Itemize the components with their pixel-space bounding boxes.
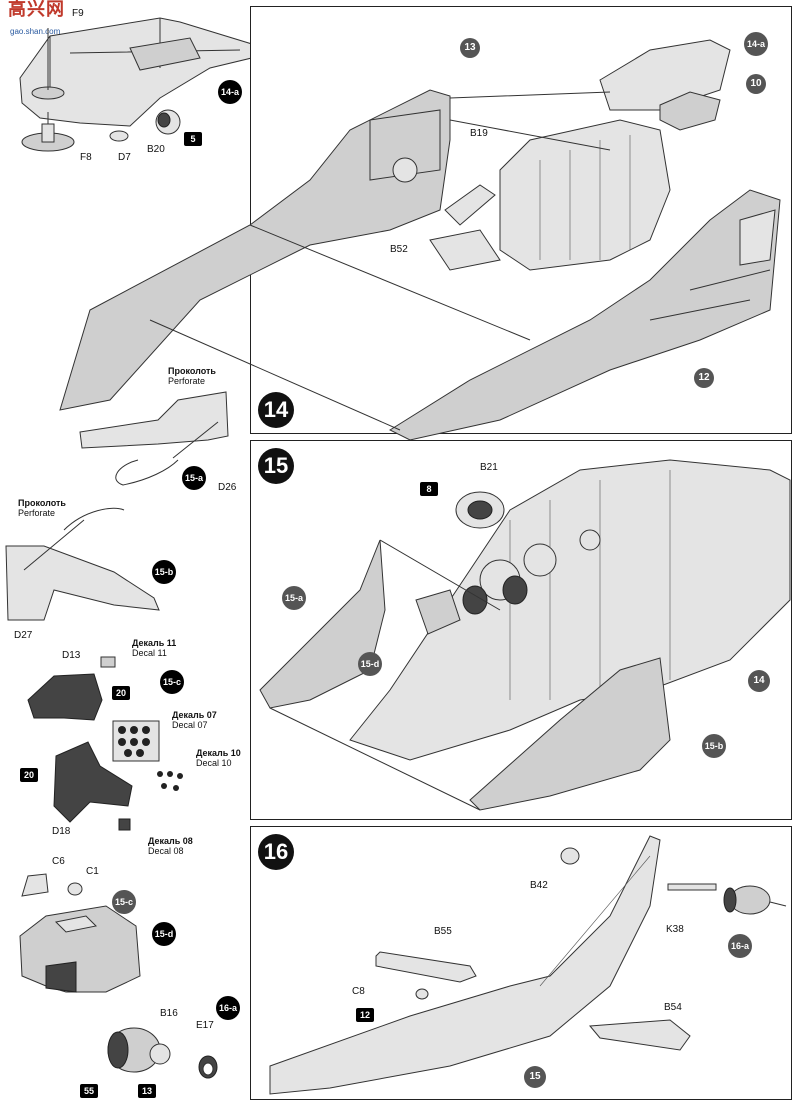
- callout-12: 12: [694, 368, 714, 388]
- callout-15a: 15-a: [282, 586, 306, 610]
- part-label-B54: B54: [664, 1002, 682, 1013]
- paint-color-number: 12: [356, 1008, 374, 1022]
- watermark-logo: 高兴网 gao.shan.com: [4, 0, 72, 36]
- part-D7: [109, 130, 129, 142]
- part-D27-perforate-drawing: [5, 507, 160, 621]
- part-label-C8: C8: [352, 986, 365, 997]
- step-15-cockpit-assembly: [259, 459, 791, 811]
- perforate-en-2: Perforate: [18, 508, 56, 518]
- decal-10-sheet: [157, 771, 183, 791]
- substep-15b-badge: 15-b: [152, 560, 176, 584]
- perforate-ru-2: Проколоть: [18, 498, 66, 508]
- paint-color-number: 5: [184, 132, 202, 146]
- decal-11-ru: Декаль 11: [132, 638, 177, 648]
- cockpit-console-assembly: [19, 905, 141, 993]
- paint-color-callout: 55: [74, 1082, 98, 1100]
- perforate-en-1: Perforate: [168, 376, 206, 386]
- part-label-K38: K38: [666, 924, 684, 935]
- paint-color-number: 13: [138, 1084, 156, 1098]
- decal-11-sheet: [100, 656, 116, 668]
- part-label-B55: B55: [434, 926, 452, 937]
- paint-color-callout: 12: [350, 1006, 374, 1024]
- callout-15c: 15-c: [112, 890, 136, 914]
- paint-color-callout: 20: [14, 766, 38, 784]
- fuselage-interior-drawing: [19, 17, 266, 127]
- part-B20: [155, 109, 181, 135]
- part-label-B42: B42: [530, 880, 548, 891]
- step-14-fuselage-assembly: [59, 39, 781, 441]
- callout-15b: 15-b: [702, 734, 726, 758]
- paint-color-callout: 5: [178, 130, 202, 148]
- decal-08-ru: Декаль 08: [148, 836, 193, 846]
- callout-15: 15: [524, 1066, 546, 1088]
- substep-16a-badge: 16-a: [216, 996, 240, 1020]
- paint-color-number: 8: [420, 482, 438, 496]
- step-16-number: 16: [258, 834, 294, 870]
- part-label-D27: D27: [14, 630, 33, 641]
- part-label-C6: C6: [52, 856, 65, 867]
- decal-07-sheet: [112, 720, 160, 762]
- step-14-number: 14: [258, 392, 294, 428]
- decal-10-ru: Декаль 10: [196, 748, 241, 758]
- part-label-D7: D7: [118, 152, 131, 163]
- watermark-text: 高兴网: [8, 0, 65, 19]
- callout-16a: 16-a: [728, 934, 752, 958]
- part-D18-panel: [53, 741, 133, 823]
- decal-08-sheet: [118, 818, 131, 831]
- callout-13: 13: [460, 38, 480, 58]
- part-label-C1: C1: [86, 866, 99, 877]
- part-B16-exhaust: [107, 1027, 171, 1073]
- part-label-B16: B16: [160, 1008, 178, 1019]
- callout-15d: 15-d: [358, 652, 382, 676]
- watermark-url: gao.shan.com: [10, 27, 61, 36]
- part-D26-perforate-drawing: [79, 391, 229, 486]
- perforate-ru-1: Проколоть: [168, 366, 216, 376]
- part-D13-panel: [27, 673, 103, 721]
- part-label-B19: B19: [470, 128, 488, 139]
- callout-14: 14: [748, 670, 770, 692]
- part-C1: [67, 882, 83, 896]
- part-F8-disc: [21, 112, 75, 152]
- decal-10-en: Decal 10: [196, 758, 232, 768]
- decal-08-en: Decal 08: [148, 846, 184, 856]
- callout-10: 10: [746, 74, 766, 94]
- part-label-B21: B21: [480, 462, 498, 473]
- part-C6: [21, 873, 49, 897]
- substep-15d-badge: 15-d: [152, 922, 176, 946]
- decal-11-en: Decal 11: [132, 648, 167, 658]
- part-label-D26: D26: [218, 482, 237, 493]
- substep-15c-badge: 15-c: [160, 670, 184, 694]
- part-label-F9: F9: [72, 8, 84, 19]
- part-label-D13: D13: [62, 650, 81, 661]
- paint-color-callout: 13: [132, 1082, 156, 1100]
- callout-14a: 14-a: [744, 32, 768, 56]
- substep-15a-badge: 15-a: [182, 466, 206, 490]
- decal-07-en: Decal 07: [172, 720, 208, 730]
- part-E17: [198, 1055, 218, 1079]
- paint-color-number: 20: [112, 686, 130, 700]
- part-label-D18: D18: [52, 826, 71, 837]
- part-label-E17: E17: [196, 1020, 214, 1031]
- decal-07-ru: Декаль 07: [172, 710, 217, 720]
- step-15-number: 15: [258, 448, 294, 484]
- paint-color-number: 20: [20, 768, 38, 782]
- part-label-B52: B52: [390, 244, 408, 255]
- paint-color-number: 55: [80, 1084, 98, 1098]
- step-16-tail-assembly: [269, 835, 787, 1095]
- substep-14a-badge: 14-a: [218, 80, 242, 104]
- part-label-F8: F8: [80, 152, 92, 163]
- part-label-B20: B20: [147, 144, 165, 155]
- paint-color-callout: 8: [414, 480, 438, 498]
- paint-color-callout: 20: [106, 684, 130, 702]
